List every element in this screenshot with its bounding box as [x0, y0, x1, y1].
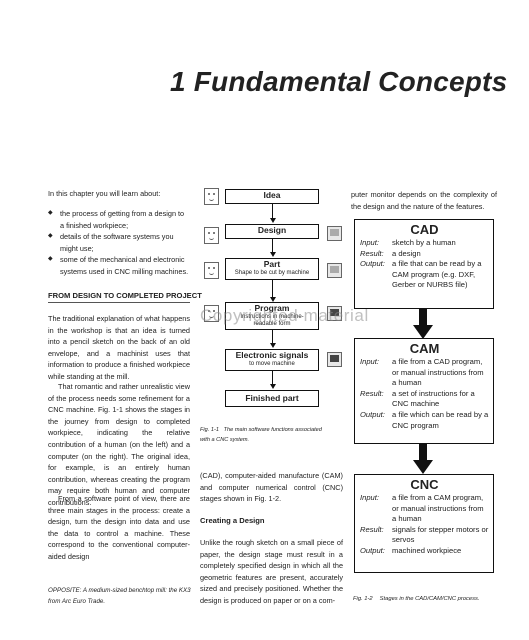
intro-text: In this chapter you will learn about:: [48, 189, 161, 198]
photo-caption: OPPOSITE: A medium-sized benchtop mill: …: [48, 587, 191, 605]
stage-title: CAD: [410, 222, 439, 237]
flow-connector: [272, 204, 273, 218]
human-face-icon: [204, 227, 219, 244]
big-down-arrow-icon: [413, 309, 433, 339]
stage-box-cnc: CNC Input: a file from a CAM program, or …: [354, 474, 494, 573]
flow-connector: [272, 330, 273, 343]
flow-arrow-icon: [270, 343, 276, 348]
stage-row-value: a file which can be read by a CNC progra…: [392, 409, 489, 430]
stage-title: CNC: [410, 477, 439, 492]
stage-row-value: a design: [392, 248, 421, 258]
flow-connector: [272, 371, 273, 384]
flow-box-title: Program: [254, 303, 290, 313]
flow-box-subtitle: to move machine: [249, 361, 295, 367]
flow-box-title: Part: [263, 259, 281, 269]
stage-title: CAM: [409, 341, 440, 356]
flow-arrow-icon: [270, 218, 276, 223]
bullet-item: some of the mechanical and electronic sy…: [48, 254, 190, 277]
figure-caption-text: The main software functions associated w…: [200, 427, 322, 443]
stage-row-key: Result:: [360, 248, 384, 258]
flow-arrow-icon: [270, 297, 276, 302]
flow-arrow-icon: [270, 252, 276, 257]
body-paragraph: That romantic and rather unrealistic vie…: [48, 382, 190, 507]
stage-row-value: a file from a CAD program, or manual ins…: [392, 357, 484, 388]
body-paragraph: (CAD), computer-aided manufacture (CAM) …: [200, 471, 343, 504]
flow-box-idea: Idea: [225, 189, 319, 204]
flow-box-finished-part: Finished part: [225, 390, 319, 407]
figure-1-2-caption: Fig. 1-2 Stages in the CAD/CAM/CNC proces…: [353, 596, 487, 602]
flow-box-title: Electronic signals: [235, 350, 309, 360]
section-heading: FROM DESIGN TO COMPLETED PROJECT: [48, 291, 202, 300]
flow-box-title: Idea: [263, 190, 281, 200]
stage-row-key: Input:: [360, 238, 379, 247]
flow-box-subtitle: Shape to be cut by machine: [234, 270, 310, 276]
stage-row-value: a set of instructions for a CNC machine: [392, 388, 475, 409]
watermark: Copyrighted material: [200, 306, 369, 325]
stage-box-cam: CAM Input: a file from a CAD program, or …: [354, 338, 494, 444]
computer-icon: [327, 306, 342, 321]
section-rule: [48, 302, 190, 303]
figure-number: Fig. 1-2: [353, 596, 373, 602]
stage-row-value: a file from a CAM program, or manual ins…: [392, 493, 484, 524]
human-face-icon: [204, 188, 219, 205]
flow-box-design: Design: [225, 224, 319, 239]
computer-icon: [327, 263, 342, 278]
stage-row-key: Input:: [360, 357, 379, 366]
stage-row-key: Output:: [360, 545, 385, 555]
body-paragraph: The traditional explanation of what happ…: [48, 314, 190, 381]
stage-row-value: signals for stepper motors or servos: [392, 524, 489, 545]
stage-row-value: machined workpiece: [392, 545, 462, 555]
learning-bullets: the process of getting from a design to …: [48, 208, 190, 278]
body-paragraph: puter monitor depends on the complexity …: [351, 190, 497, 211]
stage-box-cad: CAD Input: sketch by a human Result: a des…: [354, 219, 494, 309]
chapter-title: 1 Fundamental Concepts: [170, 66, 508, 97]
computer-icon: [327, 226, 342, 241]
flow-box-subtitle: Instructions in machine-readable form: [240, 314, 304, 327]
flow-box-electronic-signals: Electronic signals to move machine: [225, 349, 319, 371]
stage-row-key: Result:: [360, 388, 384, 398]
stage-row-key: Output:: [360, 409, 385, 419]
human-face-icon: [204, 305, 219, 322]
flow-box-title: Design: [257, 225, 287, 235]
stage-row-key: Result:: [360, 524, 384, 534]
flow-connector: [272, 239, 273, 252]
flow-connector: [272, 280, 273, 297]
flow-box-title: Finished part: [245, 393, 299, 403]
flow-arrow-icon: [270, 384, 276, 389]
subsection-heading: Creating a Design: [200, 516, 265, 525]
stage-row-value: sketch by a human: [392, 238, 456, 247]
stage-row-key: Input:: [360, 493, 379, 502]
figure-1-1-caption: Fig. 1-1 The main software functions ass…: [200, 425, 322, 445]
bullet-item: the process of getting from a design to …: [48, 208, 190, 231]
body-paragraph: From a software point of view, there are…: [48, 494, 190, 561]
flow-box-program: Program Instructions in machine-readable…: [225, 302, 319, 330]
stage-row-value: a file that can be read by a CAM program…: [392, 259, 482, 290]
figure-number: Fig. 1-1: [200, 427, 219, 433]
stage-row-key: Output:: [360, 259, 385, 269]
human-face-icon: [204, 262, 219, 279]
computer-icon: [327, 352, 342, 367]
bullet-item: details of the software systems you migh…: [48, 231, 190, 254]
body-paragraph: Unlike the rough sketch on a small piece…: [200, 538, 343, 605]
big-down-arrow-icon: [413, 444, 433, 474]
flow-box-part: Part Shape to be cut by machine: [225, 258, 319, 280]
figure-caption-text: Stages in the CAD/CAM/CNC process.: [379, 596, 480, 602]
